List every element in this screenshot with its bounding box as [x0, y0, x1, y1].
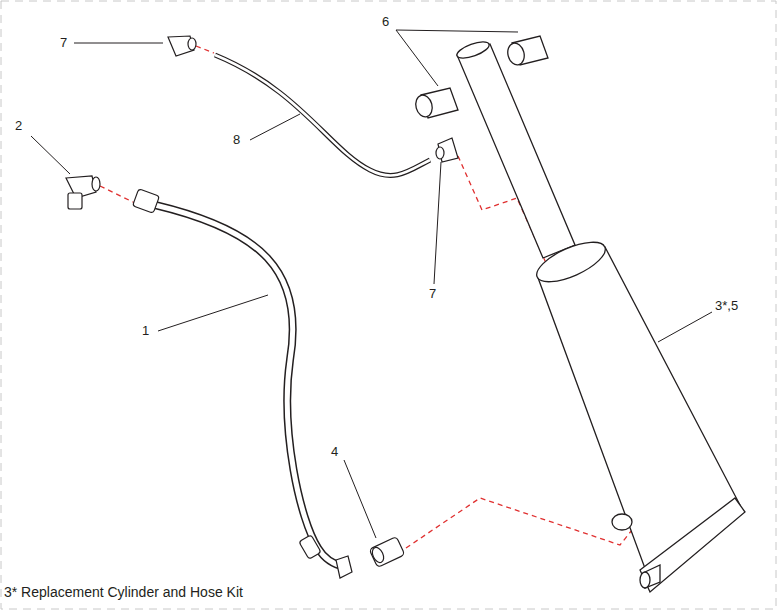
callout-number: 1 — [141, 323, 150, 338]
callout-number: 3*,5 — [714, 298, 739, 313]
callout-number: 7 — [428, 286, 437, 301]
callout-number: 4 — [330, 444, 339, 459]
fittings — [66, 36, 458, 578]
callout-number: 2 — [14, 118, 23, 133]
caption: 3* Replacement Cylinder and Hose Kit — [4, 584, 243, 600]
hose-1 — [155, 205, 345, 567]
hose-8 — [215, 55, 430, 175]
callout-number: 8 — [232, 132, 241, 147]
callout-number: 6 — [381, 14, 390, 29]
cylinder — [455, 39, 745, 592]
bushings — [413, 36, 548, 119]
callout-number: 7 — [59, 35, 68, 50]
